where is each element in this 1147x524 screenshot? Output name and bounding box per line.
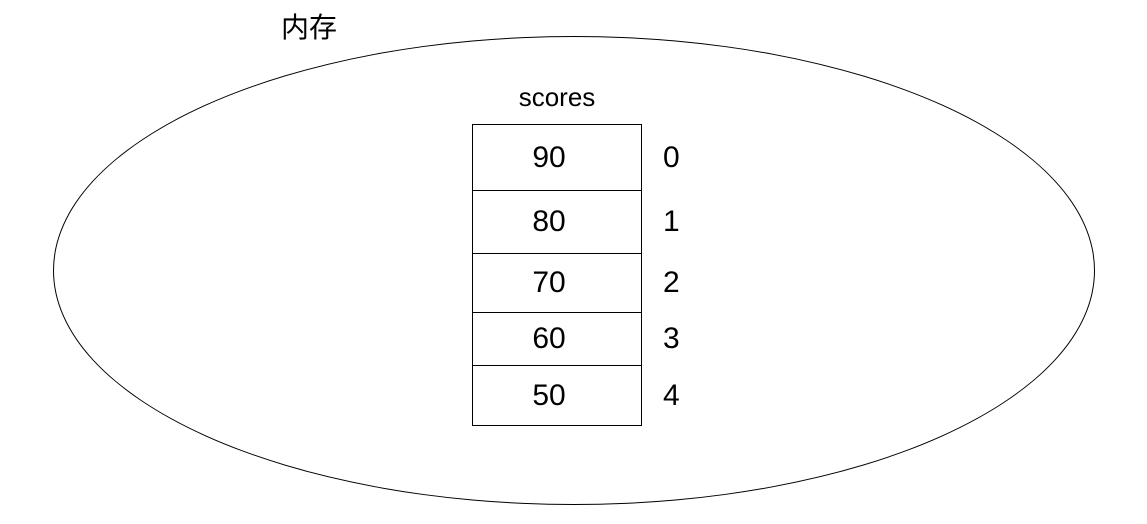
- memory-boundary-ellipse: [53, 36, 1095, 505]
- array-index-label: 0: [663, 140, 680, 174]
- array-cell-1: 80 1: [473, 191, 680, 254]
- array-cell-value: 50: [532, 378, 566, 412]
- array-index-label: 2: [663, 266, 680, 299]
- array-cell-value: 70: [532, 266, 566, 299]
- array-cell-4: 50 4: [473, 366, 679, 425]
- array-index-label: 4: [663, 378, 680, 412]
- array-index-label: 3: [663, 322, 680, 355]
- array-table: 90 0 80 1 70 2 60 3 50 4: [472, 124, 680, 426]
- array-cell-3: 60 3: [473, 313, 680, 366]
- array-cell-value: 60: [532, 322, 566, 355]
- memory-label: 内存: [281, 12, 338, 43]
- array-cell-value: 90: [532, 140, 566, 174]
- array-name-label: scores: [518, 82, 596, 112]
- array-cell-2: 70 2: [473, 254, 680, 313]
- array-cell-0: 90 0: [473, 125, 680, 191]
- array-index-label: 1: [663, 205, 680, 238]
- array-cell-value: 80: [532, 205, 566, 238]
